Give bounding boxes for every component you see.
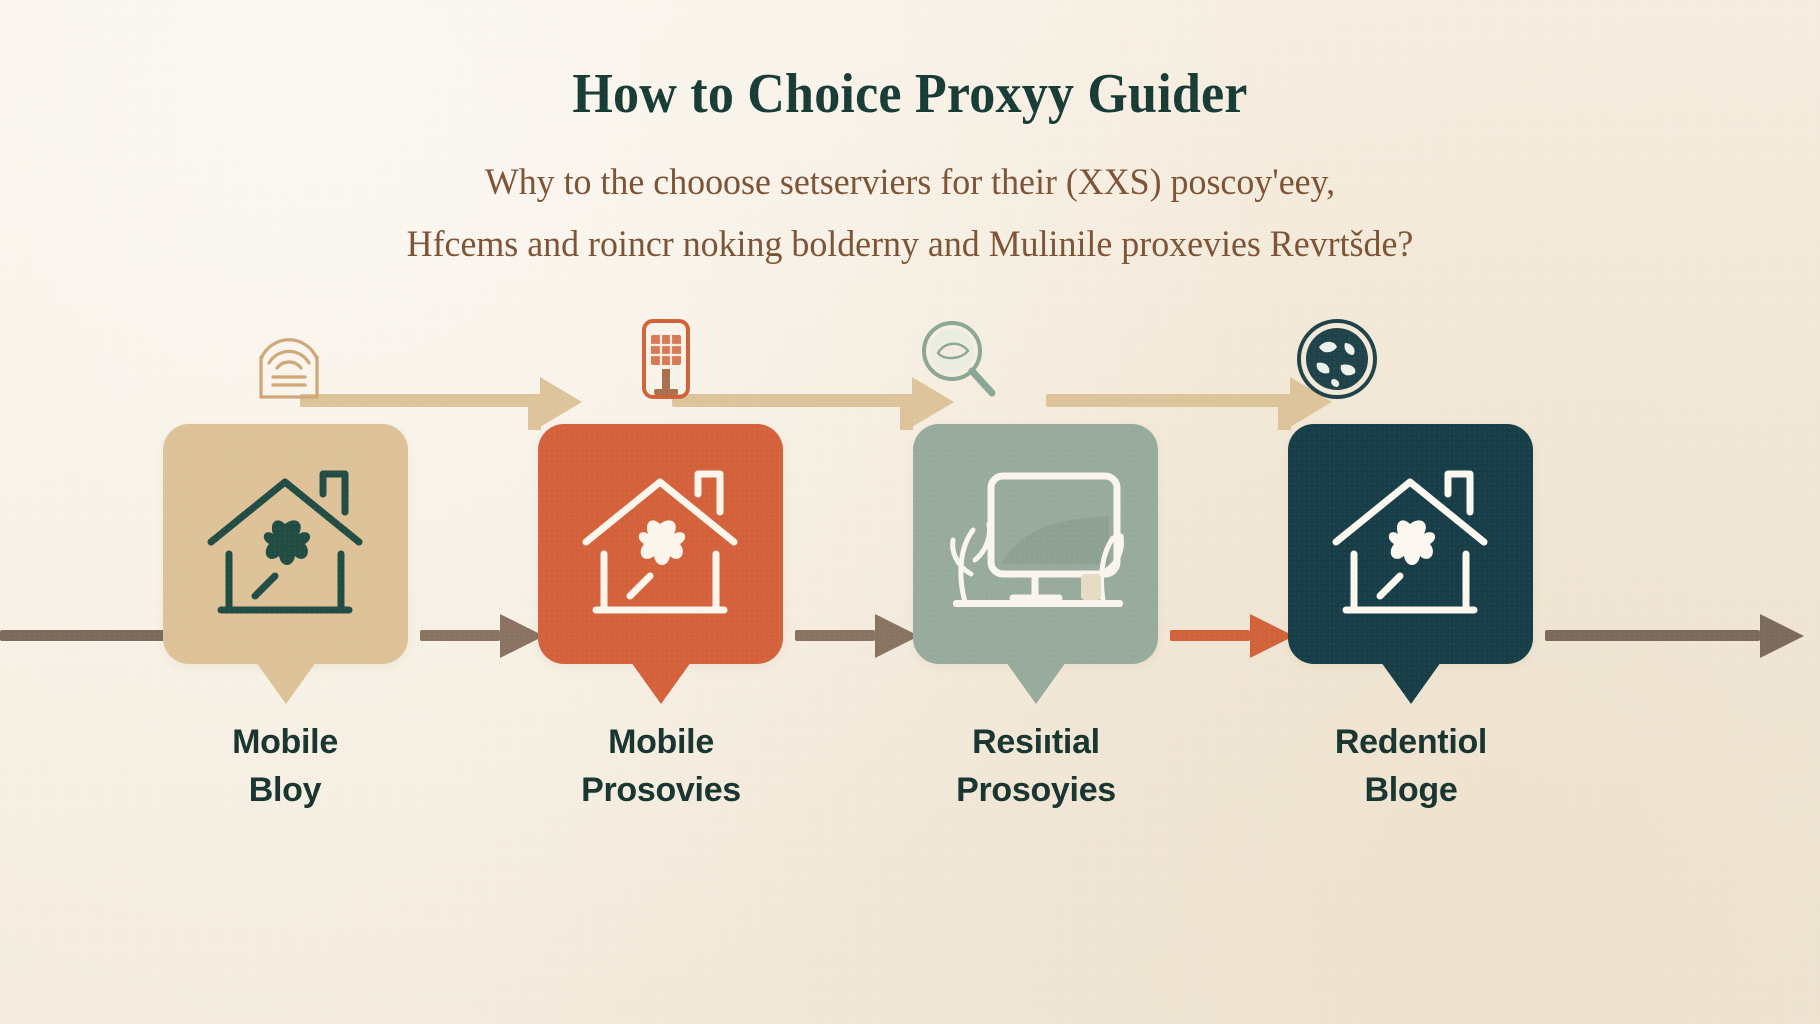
main-arrow-3-highlight <box>1250 614 1294 658</box>
flow-card-label-1: Mobile Bloy <box>120 718 450 814</box>
label-line-1: Redentiol <box>1334 723 1488 761</box>
top-rail-segment-2 <box>672 394 912 407</box>
top-rail-hook-1 <box>528 394 541 430</box>
flow-card-label-4: Redentiol Bloge <box>1246 718 1576 814</box>
main-rail-segment-3 <box>1170 630 1250 641</box>
top-arrow-2 <box>912 377 954 427</box>
flow-card-4[interactable] <box>1288 424 1533 704</box>
label-line-2: Bloy <box>248 771 322 809</box>
top-rail-hook-2 <box>900 394 913 430</box>
label-line-1: Mobile <box>232 723 338 761</box>
flow-card-2[interactable] <box>538 424 783 704</box>
main-rail-segment-2 <box>795 630 875 641</box>
top-rail-segment-1 <box>300 394 540 407</box>
subtitle-line-1: Why to the chooose setserviers for their… <box>484 162 1336 203</box>
house-pinwheel-icon <box>163 424 408 664</box>
subtitle-line-2: Hfcems and roincr noking bolderny and Mu… <box>406 224 1414 265</box>
main-arrow-4 <box>1760 614 1804 658</box>
globe-icon <box>1291 313 1383 405</box>
house-pinwheel-icon <box>1288 424 1533 664</box>
card-tail-3 <box>1005 662 1066 704</box>
flow-card-3[interactable] <box>913 424 1158 704</box>
label-line-1: Mobile <box>608 723 714 761</box>
main-rail-segment-1 <box>420 630 500 641</box>
phone-panel-icon <box>620 313 712 405</box>
label-line-2: Prosoyies <box>956 771 1116 809</box>
label-line-2: Bloge <box>1364 771 1458 809</box>
arch-wifi-icon <box>243 313 335 405</box>
flow-card-1[interactable] <box>163 424 408 704</box>
main-rail-segment-0 <box>0 630 250 641</box>
flow-card-label-2: Mobile Prosovies <box>496 718 826 814</box>
label-line-1: Resiıtial <box>972 723 1100 761</box>
page-subtitle: Why to the chooose setserviers for their… <box>200 152 1620 276</box>
flow-card-label-3: Resiıtial Prosoyies <box>871 718 1201 814</box>
card-tail-4 <box>1380 662 1441 704</box>
top-rail-hook-3 <box>1278 394 1291 430</box>
house-pinwheel-icon <box>538 424 783 664</box>
card-tail-1 <box>255 662 316 704</box>
main-arrow-2 <box>875 614 919 658</box>
top-arrow-1 <box>540 377 582 427</box>
main-rail-segment-4 <box>1545 630 1760 641</box>
monitor-plants-icon <box>913 424 1158 664</box>
magnifier-icon <box>912 313 1004 405</box>
card-tail-2 <box>630 662 691 704</box>
page-title: How to Choice Proxyy Guider <box>572 63 1248 125</box>
top-rail-segment-3 <box>1046 394 1290 407</box>
main-arrow-1 <box>500 614 544 658</box>
label-line-2: Prosovies <box>581 771 741 809</box>
